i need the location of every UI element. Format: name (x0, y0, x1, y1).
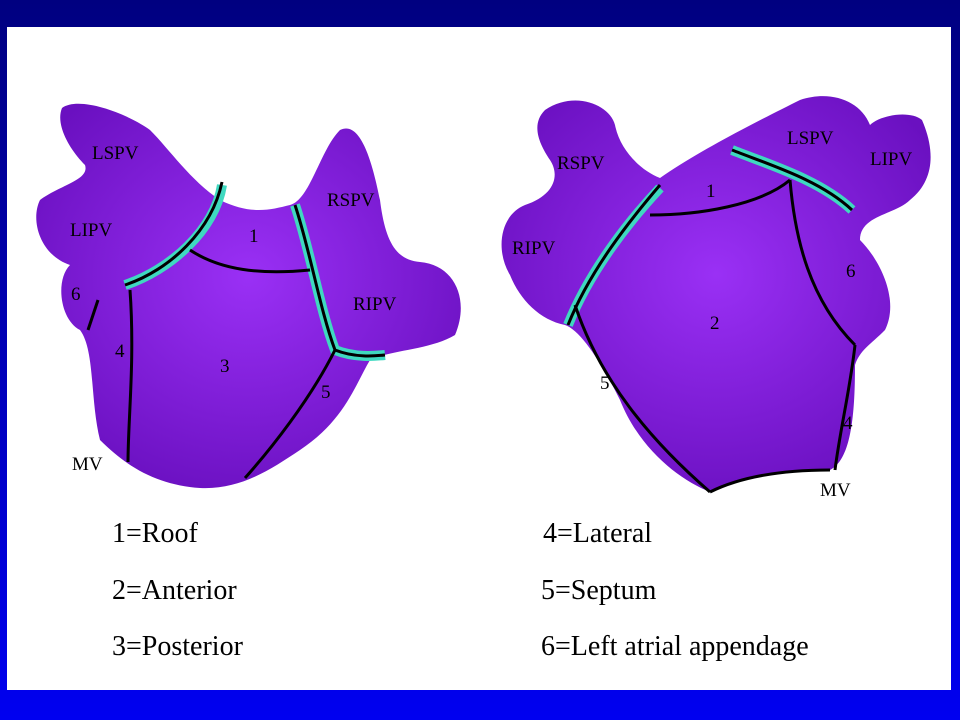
label-rspv: RSPV (557, 153, 605, 174)
label-rspv: RSPV (327, 190, 375, 211)
label-ripv: RIPV (512, 238, 556, 259)
region-5: 5 (321, 382, 331, 403)
label-mv: MV (820, 480, 851, 501)
label-lipv: LIPV (870, 149, 913, 170)
legend-posterior: 3=Posterior (112, 631, 243, 662)
region-4: 4 (843, 413, 853, 434)
label-lspv: LSPV (92, 143, 139, 164)
region-3: 3 (220, 356, 230, 377)
legend-septum: 5=Septum (541, 575, 657, 606)
legend-appendage: 6=Left atrial appendage (541, 631, 809, 662)
region-1: 1 (249, 226, 259, 247)
region-6: 6 (71, 284, 81, 305)
label-lspv: LSPV (787, 128, 834, 149)
region-5: 5 (600, 373, 610, 394)
left-atrium-anterior-view (501, 96, 931, 494)
region-4: 4 (115, 341, 125, 362)
region-2: 2 (710, 313, 720, 334)
legend-lateral: 4=Lateral (543, 518, 653, 549)
label-ripv: RIPV (353, 294, 397, 315)
region-1: 1 (706, 181, 716, 202)
legend-anterior: 2=Anterior (112, 575, 237, 606)
label-lipv: LIPV (70, 220, 113, 241)
left-atrium-posterior-view (36, 103, 461, 489)
legend-roof: 1=Roof (112, 518, 198, 549)
label-mv: MV (72, 454, 103, 475)
region-6: 6 (846, 261, 856, 282)
